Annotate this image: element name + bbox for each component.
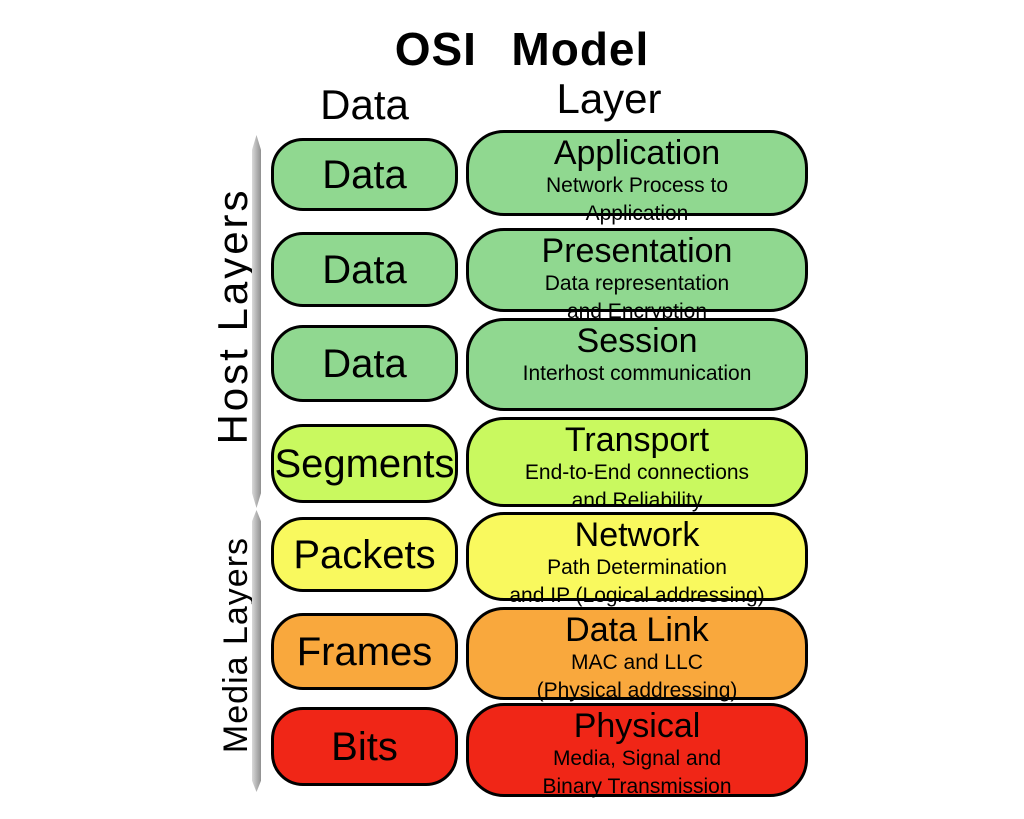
layer-desc-datalink: MAC and LLC (Physical addressing): [536, 651, 738, 703]
unit-label-application: Data: [322, 152, 407, 197]
layer-title-transport: Transport: [564, 421, 710, 459]
column-header-layer: Layer: [556, 75, 662, 122]
layer-box-physical: Physical Media, Signal and Binary Transm…: [466, 703, 808, 799]
unit-box-application: Data: [271, 138, 458, 211]
layer-box-network: Network Path Determination and IP (Logic…: [466, 512, 808, 607]
unit-box-presentation: Data: [271, 232, 458, 307]
layer-box-transport: Transport End-to-End connections and Rel…: [466, 417, 808, 512]
unit-box-transport: Segments: [271, 424, 458, 503]
layer-title-presentation: Presentation: [541, 232, 733, 270]
layer-title-network: Network: [574, 516, 700, 554]
host-layers-bracket-bar: [252, 135, 261, 508]
diagram-title: OSI Model: [394, 23, 650, 75]
layer-desc-presentation: Data representation and Encryption: [544, 272, 730, 324]
unit-box-session: Data: [271, 325, 458, 402]
layer-desc-network: Path Determination and IP (Logical addre…: [509, 556, 765, 608]
layer-box-session: Session Interhost communication: [466, 318, 808, 411]
layer-title-application: Application: [553, 134, 721, 172]
layer-desc-application: Network Process to Application: [545, 174, 729, 226]
unit-label-presentation: Data: [322, 247, 407, 292]
layer-title-session: Session: [576, 322, 698, 360]
layer-desc-transport: End-to-End connections and Reliability: [524, 461, 750, 513]
layer-title-physical: Physical: [573, 707, 701, 745]
layer-title-datalink: Data Link: [565, 611, 709, 649]
layer-box-presentation: Presentation Data representation and Enc…: [466, 228, 808, 323]
column-header-data: Data: [320, 81, 409, 128]
layer-desc-physical: Media, Signal and Binary Transmission: [542, 747, 732, 799]
media-layers-bracket-bar: [252, 510, 261, 792]
unit-box-datalink: Frames: [271, 613, 458, 690]
unit-box-network: Packets: [271, 517, 458, 592]
unit-label-network: Packets: [293, 532, 436, 577]
unit-label-physical: Bits: [331, 724, 398, 769]
media-layers-label: Media Layers: [217, 536, 255, 754]
layer-box-datalink: Data Link MAC and LLC (Physical addressi…: [466, 607, 808, 702]
host-layers-label: Host Layers: [209, 187, 256, 445]
unit-box-physical: Bits: [271, 707, 458, 786]
layer-desc-session: Interhost communication: [522, 362, 752, 386]
unit-label-session: Data: [322, 341, 407, 386]
unit-label-transport: Segments: [274, 441, 455, 486]
layer-box-application: Application Network Process to Applicati…: [466, 130, 808, 225]
unit-label-datalink: Frames: [296, 629, 433, 674]
